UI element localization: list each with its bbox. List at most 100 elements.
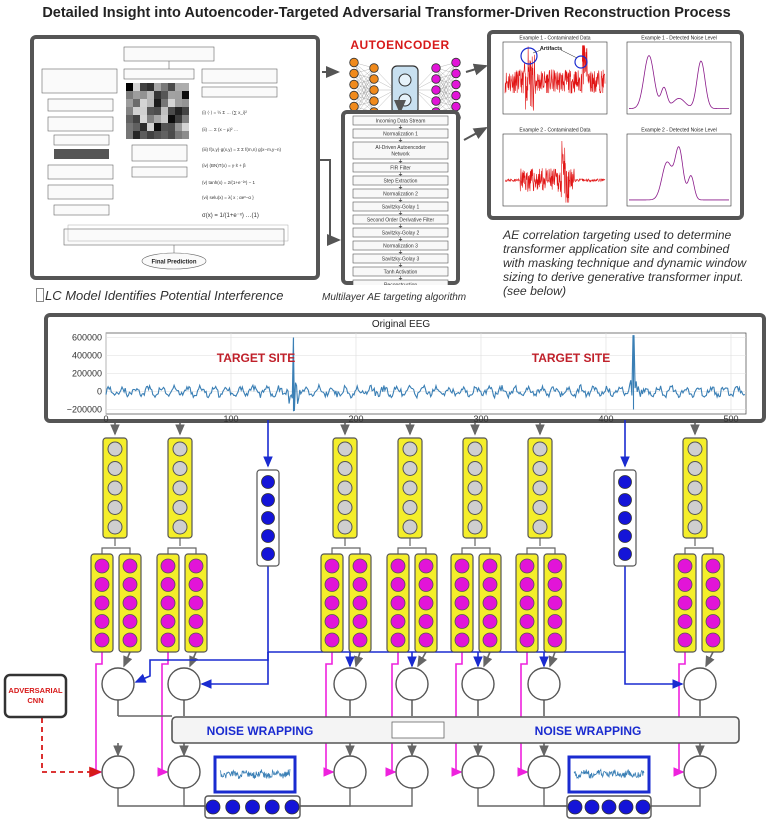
- bottleneck-node: [398, 73, 412, 87]
- heatmap-cell: [126, 99, 133, 107]
- heatmap-cell: [182, 91, 189, 99]
- output-node: [205, 799, 221, 815]
- magenta-node: [390, 595, 406, 611]
- magenta-node: [390, 577, 406, 592]
- magenta-node: [482, 577, 498, 592]
- magenta-node: [188, 577, 204, 592]
- output-node: [567, 799, 583, 815]
- examples-caption: AE correlation targeting used to determi…: [503, 228, 747, 298]
- ae-node: [369, 74, 379, 84]
- magenta-node: [352, 632, 368, 648]
- grey-node: [107, 480, 123, 496]
- heatmap-cell: [161, 99, 168, 107]
- magenta-node: [454, 558, 470, 574]
- plot-title-1: Example 1 - Contaminated Data: [519, 36, 590, 42]
- eeg-xtick-label: 500: [723, 414, 738, 424]
- grey-node: [532, 441, 548, 457]
- magenta-node: [547, 558, 563, 574]
- magenta-node: [482, 614, 498, 629]
- heatmap-cell: [175, 83, 182, 91]
- magenta-node: [519, 595, 535, 611]
- ae-step-box: [352, 279, 449, 285]
- grey-node: [337, 500, 353, 515]
- adversarial-cnn-label: ADVERSARIAL: [8, 686, 63, 695]
- example2-noise: [629, 146, 729, 201]
- grey-node: [467, 441, 483, 457]
- lc-box-r2: [201, 86, 278, 98]
- svg-text:(i) ⟨·⟩ = ½ Σ … (∑ x_i)²: (i) ⟨·⟩ = ½ Σ … (∑ x_i)²: [202, 109, 247, 115]
- missing-glyph-icon: [36, 288, 44, 302]
- blue-node: [618, 493, 632, 507]
- lc-box-stack: [63, 228, 285, 246]
- artifact-circle-2: [574, 55, 588, 69]
- ae-step-label: Network: [391, 152, 410, 158]
- lc-box-mid3: [131, 166, 188, 178]
- lc-box-mid: [123, 68, 195, 80]
- ae-node: [451, 57, 461, 68]
- heatmap-cell: [147, 83, 154, 91]
- heatmap-cell: [175, 115, 182, 123]
- lc-caption: LC Model Identifies Potential Interferen…: [36, 288, 336, 303]
- grey-node: [402, 461, 418, 476]
- attention-node: [167, 667, 201, 701]
- magenta-node: [677, 577, 693, 592]
- ae-node: [451, 90, 461, 101]
- output-node: [618, 799, 634, 815]
- ae-node: [431, 74, 441, 84]
- examples-plots: Example 1 - Contaminated Data Example 1 …: [502, 36, 732, 207]
- magenta-node: [482, 632, 498, 648]
- example2-signal: [504, 141, 606, 203]
- magenta-node: [454, 577, 470, 592]
- adversarial-cnn-box: [3, 673, 68, 719]
- ae-step-label: Step Extraction: [384, 178, 418, 184]
- magenta-node: [160, 577, 176, 592]
- heatmap-cell: [133, 83, 140, 91]
- magenta-node: [519, 558, 535, 574]
- lc-heatstrip: [54, 149, 109, 159]
- ae-step-label: Second Order Derivative Filter: [367, 217, 435, 223]
- grey-node: [687, 441, 703, 457]
- lc-box-7: [53, 204, 110, 216]
- heatmap-cell: [126, 123, 133, 131]
- grey-node: [172, 461, 188, 476]
- output-node: [584, 799, 600, 815]
- output-node: [601, 799, 617, 815]
- grey-node: [687, 519, 703, 535]
- magenta-node: [324, 632, 340, 648]
- heatmap-cell: [140, 99, 147, 107]
- magenta-node: [122, 558, 138, 574]
- magenta-node: [677, 595, 693, 611]
- magenta-node: [454, 632, 470, 648]
- attention-node: [527, 667, 561, 701]
- ae-node: [349, 68, 359, 79]
- ae-node: [369, 63, 379, 73]
- grey-node: [467, 500, 483, 515]
- magenta-node: [324, 595, 340, 611]
- arrow-lc-to-flow: [320, 159, 341, 246]
- target-site-label-1: TARGET SITE: [217, 351, 295, 365]
- magenta-node: [94, 558, 110, 574]
- ae-node: [431, 63, 441, 73]
- magenta-node: [547, 577, 563, 592]
- heatmap-cell: [168, 123, 175, 131]
- magenta-node: [705, 614, 721, 629]
- lc-box-2: [47, 98, 114, 112]
- blue-node: [261, 547, 275, 561]
- plot-title-2: Example 1 - Detected Noise Level: [641, 36, 717, 42]
- eeg-ytick-label: 200000: [72, 369, 102, 379]
- reconstruction-node: [167, 755, 201, 789]
- grey-node: [402, 519, 418, 535]
- heatmap-cell: [161, 107, 168, 115]
- grey-node: [107, 441, 123, 457]
- lc-box-4: [53, 134, 110, 146]
- heatmap-cell: [133, 107, 140, 115]
- lc-box-5: [47, 164, 114, 180]
- ae-node: [349, 90, 359, 101]
- heatmap-cell: [182, 107, 189, 115]
- heatmap-cell: [161, 115, 168, 123]
- ae-step-label: Incoming Data Stream: [376, 118, 426, 124]
- eeg-ytick-label: 0: [97, 387, 102, 397]
- grey-node: [337, 480, 353, 496]
- eeg-title: Original EEG: [372, 319, 431, 330]
- ae-step-label: Tanh Activation: [384, 269, 418, 275]
